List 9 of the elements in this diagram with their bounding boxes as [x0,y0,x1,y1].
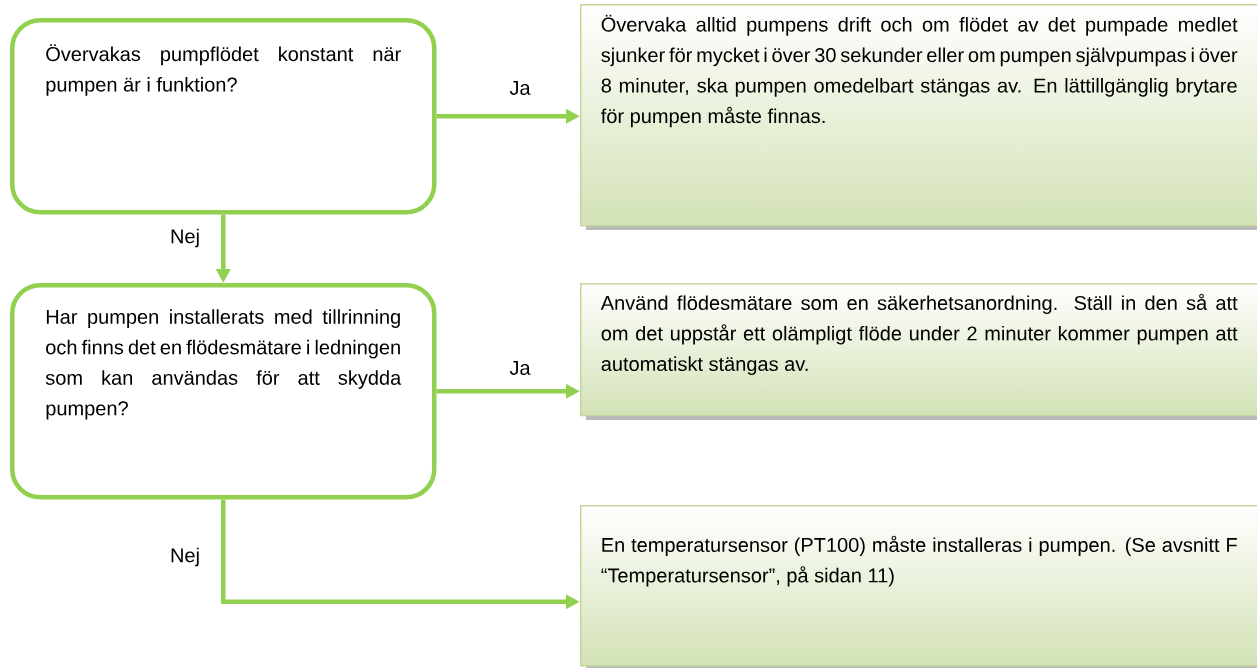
answer-box: Använd flödesmätare som en säkerhetsanordning. Ställ in den så att om det uppstår ett olämpligt flöde under 2 minuter kommer pumpen att automatiskt stängas av. [580,283,1257,420]
decision-box: Har pumpen installerats med tillrinning och finns det en flödesmätare i ledningen som kan användas för att skydda pumpen? [10,283,437,500]
edge-label: Nej [168,226,202,250]
edge-label: Ja [507,79,533,97]
answer-box: En temperatursensor (PT100) måste installeras i pumpen. (Se avsnitt F “Temperatursensor”, på sidan 11) [580,505,1257,668]
edge-label: Nej [168,545,202,569]
edge-label: Ja [507,359,533,377]
answer-box: Övervaka alltid pumpens drift och om flödet av det pumpade medlet sjunker för mycket i över 30 sekunder eller om pumpen självpumpas i över 8 minuter, ska pumpen omedelbart stängas av. En lättillgänglig brytare för pumpen måste finnas. [580,4,1257,230]
decision-box: Övervakas pumpflödet konstant när pumpen är i funktion? [10,18,437,215]
